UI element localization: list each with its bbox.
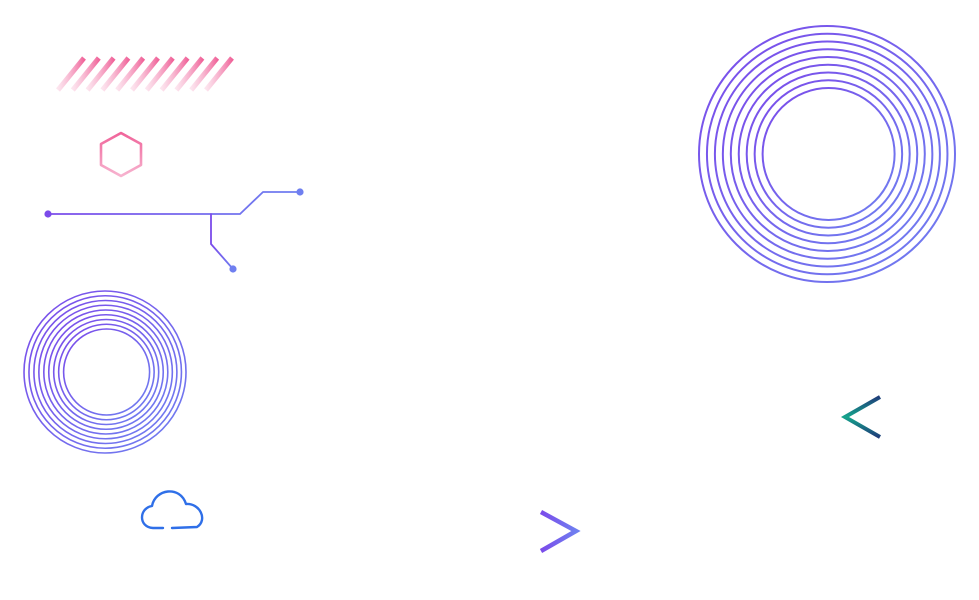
stripe	[144, 56, 175, 92]
ring	[729, 56, 926, 252]
ring	[62, 328, 151, 416]
stripe	[174, 56, 205, 92]
ring	[43, 309, 169, 435]
stripe	[115, 56, 146, 92]
circuit-node	[229, 265, 237, 273]
stripe	[159, 56, 190, 92]
ring	[721, 48, 934, 260]
cloud-outline-icon	[140, 490, 204, 530]
concentric-rings-icon	[698, 25, 956, 283]
ring	[33, 299, 178, 445]
chevron-left-icon	[840, 395, 881, 439]
concentric-rings-icon	[23, 290, 187, 454]
ring	[23, 290, 187, 454]
circuit-node	[296, 188, 304, 196]
stripe	[130, 56, 160, 92]
ring	[52, 318, 160, 426]
chevron-right-icon	[539, 510, 581, 553]
ring	[47, 313, 165, 431]
ring	[753, 79, 904, 229]
hexagon-outline-icon	[99, 131, 143, 178]
ring	[737, 63, 919, 245]
ring	[698, 25, 956, 283]
ring	[57, 323, 155, 421]
stripe	[204, 56, 234, 92]
circuit-line-icon	[47, 191, 301, 270]
ring	[38, 304, 174, 440]
ring	[705, 32, 949, 276]
circuit-node	[44, 210, 52, 218]
ring	[761, 87, 896, 221]
ring	[713, 40, 941, 268]
ring	[745, 71, 911, 237]
stripe	[56, 56, 86, 92]
stripe	[85, 56, 116, 92]
stripe	[189, 56, 220, 92]
ring	[28, 294, 183, 450]
diagonal-stripes-icon	[56, 56, 234, 92]
stripe	[70, 56, 101, 92]
stripe	[100, 56, 131, 92]
